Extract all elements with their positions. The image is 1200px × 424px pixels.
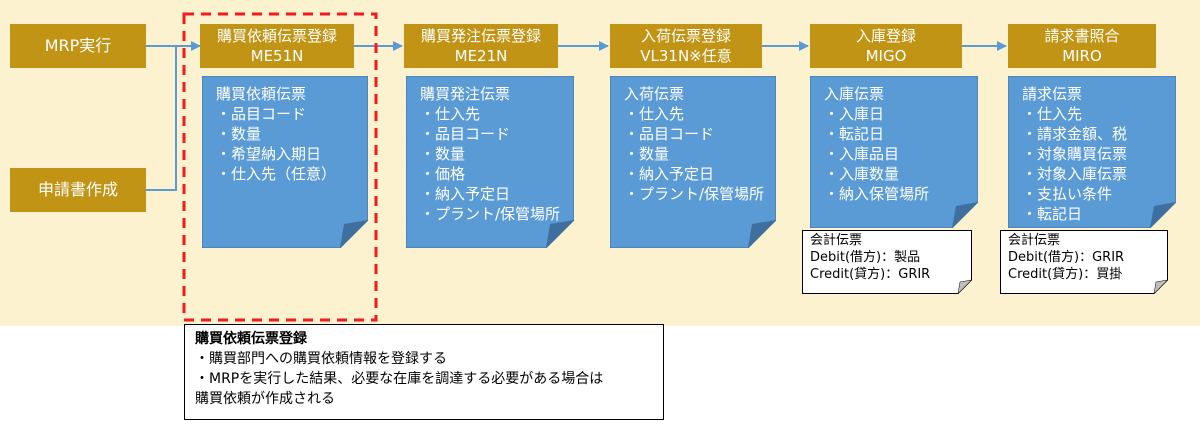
doc-item: ・数量 bbox=[420, 145, 466, 163]
stage-miro: 請求書照合 MIRO bbox=[1008, 24, 1156, 68]
stage-vl31n: 入荷伝票登録 VL31N※任意 bbox=[610, 24, 762, 68]
accounting-doc-miro: 会計伝票 Debit(借方)：GRIR Credit(貸方)：買掛 bbox=[1000, 230, 1168, 294]
doc-title: 入荷伝票 bbox=[624, 85, 685, 103]
doc-item: ・対象購買伝票 bbox=[1022, 145, 1128, 163]
doc-item: ・仕入先 bbox=[624, 105, 685, 123]
doc-item: ・品目コード bbox=[624, 125, 715, 143]
input-mrp: MRP実行 bbox=[10, 24, 146, 68]
stage-code: MIGO bbox=[865, 47, 907, 65]
doc-title: 入庫伝票 bbox=[824, 85, 885, 103]
doc-invoice: 請求伝票 ・仕入先 ・請求金額、税 ・対象購買伝票 ・対象入庫伝票 ・支払い条件… bbox=[1008, 76, 1176, 228]
doc-title: 請求伝票 bbox=[1022, 85, 1083, 103]
doc-title: 購買依頼伝票 bbox=[216, 85, 307, 103]
doc-item: ・請求金額、税 bbox=[1022, 125, 1128, 143]
accounting-debit: Debit(借方)：製品 bbox=[810, 250, 921, 265]
connector-request bbox=[146, 46, 177, 191]
doc-item: ・品目コード bbox=[216, 105, 307, 123]
accounting-credit: Credit(貸方)：買掛 bbox=[1008, 267, 1123, 282]
stage-me21n: 購買発注伝票登録 ME21N bbox=[404, 24, 558, 68]
accounting-doc-migo: 会計伝票 Debit(借方)：製品 Credit(貸方)：GRIR bbox=[802, 230, 972, 294]
accounting-title: 会計伝票 bbox=[810, 233, 863, 248]
stage-name: 入荷伝票登録 bbox=[640, 27, 731, 45]
stage-me51n: 購買依頼伝票登録 ME51N bbox=[200, 24, 354, 68]
doc-item: ・数量 bbox=[216, 125, 262, 143]
doc-item: ・仕入先 bbox=[420, 105, 481, 123]
note-title: 購買依頼伝票登録 bbox=[195, 331, 307, 347]
doc-item: ・対象入庫伝票 bbox=[1022, 165, 1128, 183]
doc-purchase-requisition: 購買依頼伝票 ・品目コード ・数量 ・希望納入期日 ・仕入先（任意） bbox=[202, 76, 368, 248]
stage-migo: 入庫登録 MIGO bbox=[810, 24, 962, 68]
doc-item: ・希望納入期日 bbox=[216, 145, 322, 163]
doc-item: ・納入保管場所 bbox=[824, 185, 930, 203]
doc-item: ・品目コード bbox=[420, 125, 511, 143]
stage-code: ME51N bbox=[250, 47, 304, 65]
doc-item: ・仕入先（任意） bbox=[216, 165, 337, 183]
highlight-dashed-box bbox=[182, 12, 378, 322]
doc-item: ・プラント/保管場所 bbox=[420, 205, 561, 223]
doc-item: ・納入予定日 bbox=[420, 185, 511, 203]
input-request-label: 申請書作成 bbox=[37, 180, 118, 199]
stage-name: 購買依頼伝票登録 bbox=[216, 27, 337, 45]
description-note: 購買依頼伝票登録 ・購買部門への購買依頼情報を登録する ・MRPを実行した結果、… bbox=[184, 324, 664, 420]
stage-name: 入庫登録 bbox=[855, 27, 916, 45]
doc-item: ・仕入先 bbox=[1022, 105, 1083, 123]
doc-item: ・入庫数量 bbox=[824, 165, 900, 183]
doc-goods-receipt: 入庫伝票 ・入庫日 ・転記日 ・入庫品目 ・入庫数量 ・納入保管場所 bbox=[810, 76, 978, 228]
stage-code: ME21N bbox=[454, 47, 508, 65]
stage-name: 購買発注伝票登録 bbox=[420, 27, 541, 45]
note-line: ・購買部門への購買依頼情報を登録する bbox=[195, 351, 447, 367]
doc-purchase-order: 購買発注伝票 ・仕入先 ・品目コード ・数量 ・価格 ・納入予定日 ・プラント/… bbox=[406, 76, 574, 248]
stage-code: VL31N※任意 bbox=[640, 47, 732, 65]
stage-name: 請求書照合 bbox=[1044, 27, 1120, 45]
doc-item: ・支払い条件 bbox=[1022, 185, 1113, 203]
doc-item: ・価格 bbox=[420, 165, 466, 183]
doc-item: ・入庫品目 bbox=[824, 145, 900, 163]
doc-item: ・入庫日 bbox=[824, 105, 885, 123]
doc-title: 購買発注伝票 bbox=[420, 85, 511, 103]
doc-item: ・プラント/保管場所 bbox=[624, 185, 765, 203]
doc-item: ・転記日 bbox=[1022, 205, 1083, 223]
doc-inbound-delivery: 入荷伝票 ・仕入先 ・品目コード ・数量 ・納入予定日 ・プラント/保管場所 bbox=[610, 76, 776, 248]
note-line: 購買依頼が作成される bbox=[195, 391, 335, 407]
doc-item: ・数量 bbox=[624, 145, 670, 163]
input-mrp-label: MRP実行 bbox=[44, 36, 112, 55]
note-line: ・MRPを実行した結果、必要な在庫を調達する必要がある場合は bbox=[195, 371, 604, 387]
stage-code: MIRO bbox=[1062, 47, 1102, 65]
accounting-credit: Credit(貸方)：GRIR bbox=[810, 267, 931, 282]
input-request: 申請書作成 bbox=[10, 168, 146, 212]
doc-item: ・納入予定日 bbox=[624, 165, 715, 183]
accounting-title: 会計伝票 bbox=[1008, 233, 1061, 248]
accounting-debit: Debit(借方)：GRIR bbox=[1008, 250, 1125, 265]
doc-item: ・転記日 bbox=[824, 125, 885, 143]
